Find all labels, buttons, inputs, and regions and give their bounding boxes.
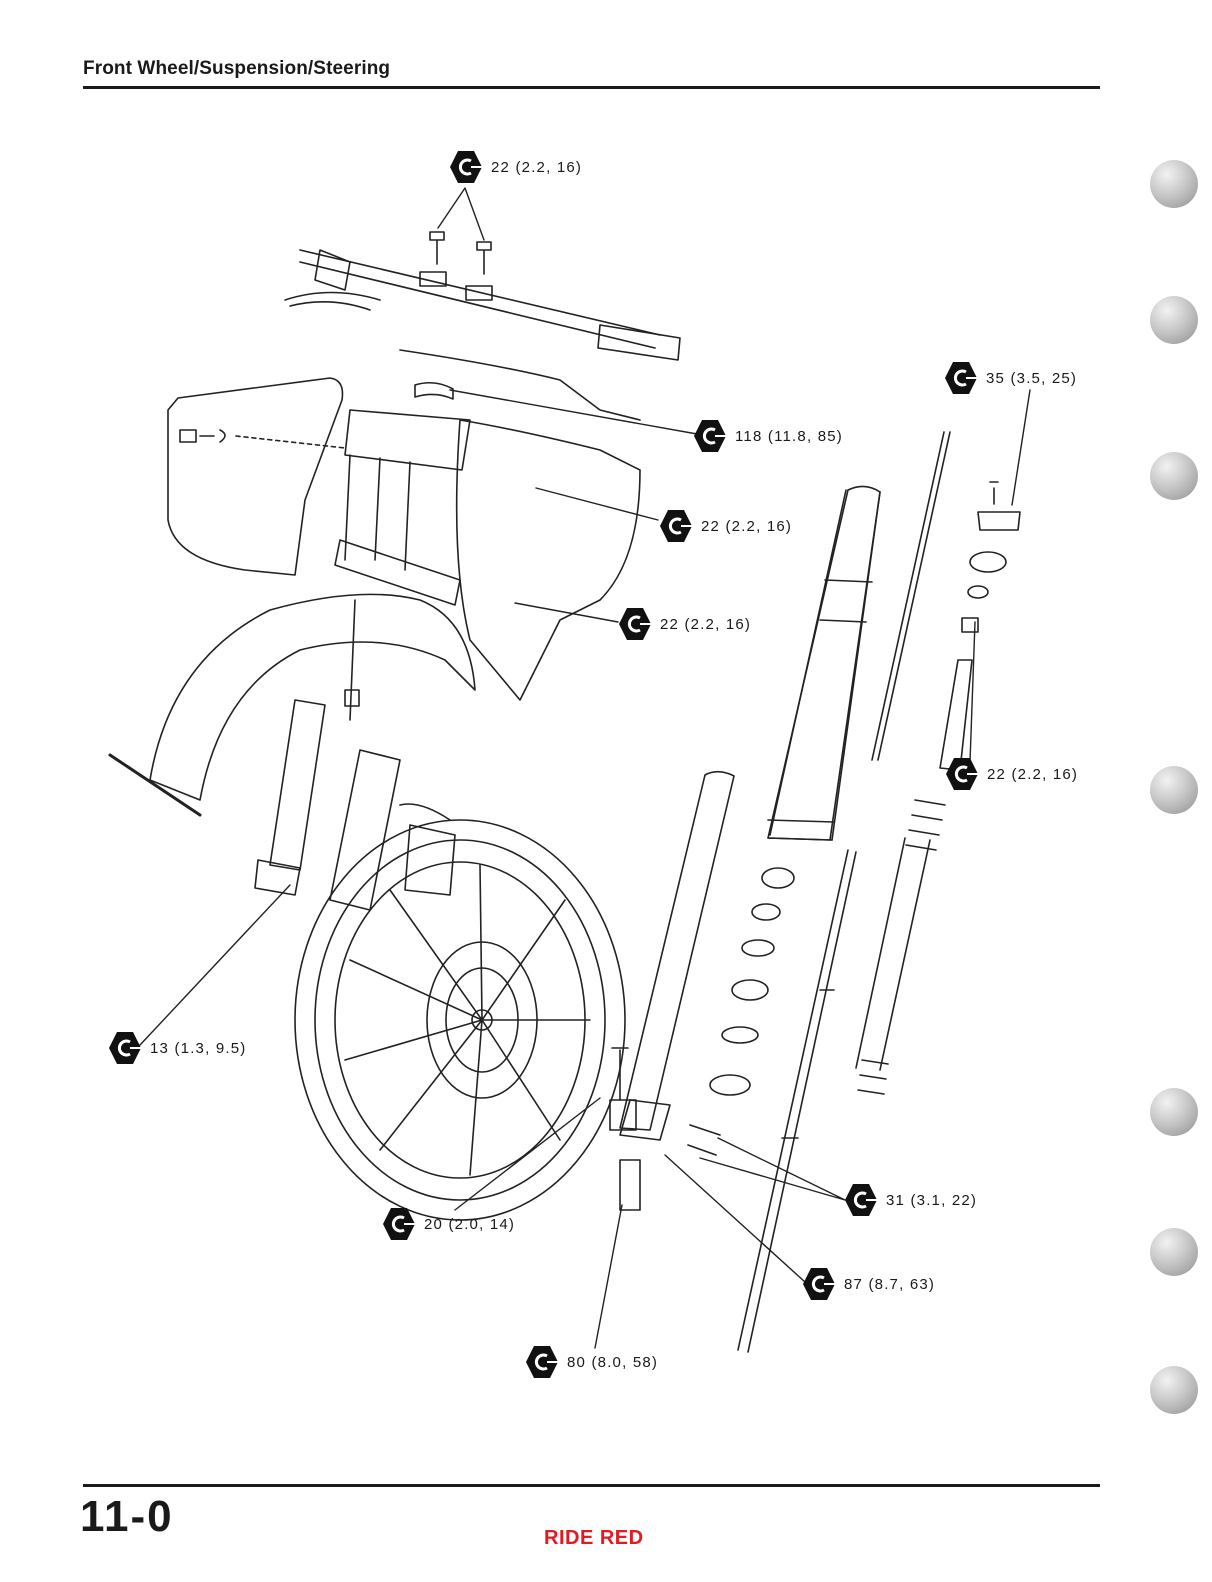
section-tab-dot bbox=[1150, 766, 1198, 814]
torque-wrench-icon bbox=[802, 1266, 836, 1302]
brake-caliper bbox=[400, 804, 455, 895]
torque-wrench-icon bbox=[382, 1206, 416, 1242]
section-tab-dot bbox=[1150, 1088, 1198, 1136]
torque-value: 118 (11.8, 85) bbox=[735, 428, 843, 445]
section-tab-dot bbox=[1150, 1228, 1198, 1276]
front-fender bbox=[150, 594, 475, 800]
torque-value: 22 (2.2, 16) bbox=[491, 159, 582, 176]
torque-callout-stem-nut: 118 (11.8, 85) bbox=[693, 418, 843, 454]
torque-wrench-icon bbox=[449, 149, 483, 185]
front-wheel bbox=[295, 820, 625, 1220]
torque-callout-damper-bolt: 20 (2.0, 14) bbox=[382, 1206, 515, 1242]
torque-wrench-icon bbox=[944, 360, 978, 396]
section-tab-dot bbox=[1150, 452, 1198, 500]
torque-callout-socket-bolt: 80 (8.0, 58) bbox=[525, 1344, 658, 1380]
torque-callout-fork-cap: 35 (3.5, 25) bbox=[944, 360, 1077, 396]
torque-value: 31 (3.1, 22) bbox=[886, 1192, 977, 1209]
fork-seals bbox=[710, 868, 794, 1095]
torque-wrench-icon bbox=[659, 508, 693, 544]
page-number: 11-0 bbox=[80, 1492, 174, 1542]
section-tab-dot bbox=[1150, 1366, 1198, 1414]
handlebar bbox=[285, 250, 680, 420]
steering-stem bbox=[335, 383, 640, 700]
torque-wrench-icon bbox=[618, 606, 652, 642]
torque-value: 20 (2.0, 14) bbox=[424, 1216, 515, 1233]
torque-value: 35 (3.5, 25) bbox=[986, 370, 1077, 387]
torque-value: 22 (2.2, 16) bbox=[660, 616, 751, 633]
fork-spring bbox=[856, 800, 945, 1094]
torque-callout-caliper-bracket: 13 (1.3, 9.5) bbox=[108, 1030, 246, 1066]
torque-wrench-icon bbox=[693, 418, 727, 454]
fork-cap bbox=[940, 482, 1020, 770]
torque-wrench-icon bbox=[525, 1344, 559, 1380]
torque-value: 22 (2.2, 16) bbox=[701, 518, 792, 535]
torque-value: 22 (2.2, 16) bbox=[987, 766, 1078, 783]
torque-callout-lock-nut: 22 (2.2, 16) bbox=[945, 756, 1078, 792]
leader-lines bbox=[140, 188, 1030, 1348]
watermark-logo: RIDE RED bbox=[544, 1527, 644, 1550]
fork-inner-tube bbox=[620, 772, 734, 1140]
number-plate bbox=[168, 378, 345, 575]
torque-wrench-icon bbox=[844, 1182, 878, 1218]
torque-wrench-icon bbox=[945, 756, 979, 792]
torque-callout-axle-holder: 31 (3.1, 22) bbox=[844, 1182, 977, 1218]
torque-value: 87 (8.7, 63) bbox=[844, 1276, 935, 1293]
footer-rule bbox=[83, 1484, 1100, 1487]
torque-callout-upper-pinch-bolt: 22 (2.2, 16) bbox=[659, 508, 792, 544]
torque-value: 80 (8.0, 58) bbox=[567, 1354, 658, 1371]
section-tab-dot bbox=[1150, 160, 1198, 208]
upper-holder-bolts bbox=[420, 232, 492, 300]
section-tab-dot bbox=[1150, 296, 1198, 344]
torque-callout-axle-nut: 87 (8.7, 63) bbox=[802, 1266, 935, 1302]
torque-value: 13 (1.3, 9.5) bbox=[150, 1040, 246, 1057]
torque-callout-lower-pinch-bolt: 22 (2.2, 16) bbox=[618, 606, 751, 642]
torque-wrench-icon bbox=[108, 1030, 142, 1066]
torque-callout-holder-bolts: 22 (2.2, 16) bbox=[449, 149, 582, 185]
